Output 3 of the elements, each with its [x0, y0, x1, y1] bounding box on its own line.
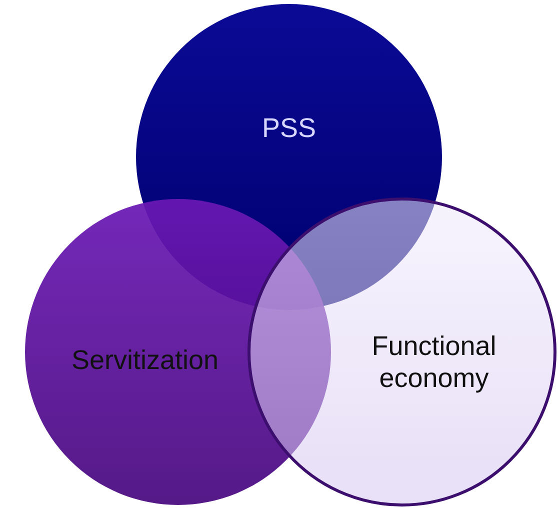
circle-label: Servitization	[70, 344, 220, 376]
circle-label: PSS	[260, 112, 318, 144]
circle-label: Functional economy	[370, 330, 498, 394]
